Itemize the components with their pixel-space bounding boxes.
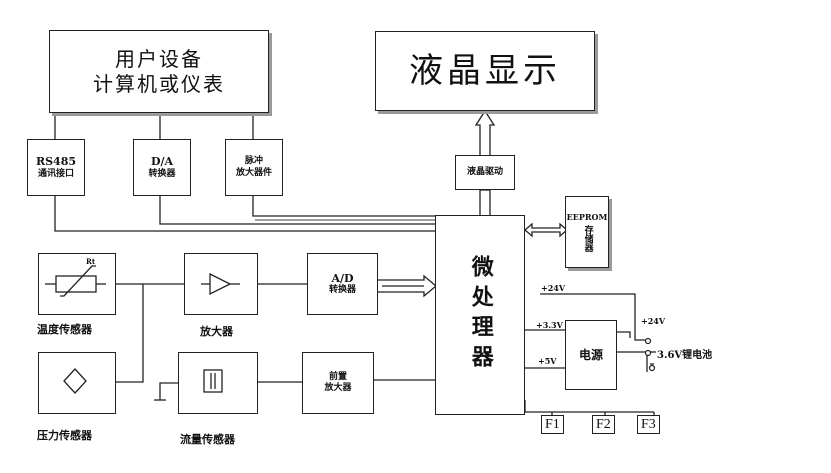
ad-label: A/D [331, 271, 354, 285]
ad-sublabel: 转换器 [328, 285, 356, 296]
rs485-sublabel: 通讯接口 [37, 168, 74, 179]
power-supply-block: 电源 [565, 320, 617, 390]
voltage-24v-output: +24V [641, 316, 666, 326]
amplifier-label: 放大器 [200, 325, 233, 338]
lcd-driver-block: 液晶驱动 [455, 155, 515, 190]
output-f1: F1 [541, 415, 564, 434]
ad-converter-block: A/D 转换器 [307, 253, 378, 315]
voltage-24v-input: +24V [541, 283, 566, 293]
flow-sensor-block [178, 352, 258, 414]
battery-label: 3.6V锂电池 [657, 350, 713, 361]
pressure-sensor-block [38, 352, 116, 414]
output-f3: F3 [637, 415, 660, 434]
da-label: D/A [150, 155, 174, 168]
da-converter-block: D/A 转换器 [133, 139, 191, 196]
eeprom-block: EEPROM 存储器 [565, 196, 609, 268]
power-label: 电源 [578, 347, 603, 362]
amplifier-block [184, 253, 258, 315]
rs485-interface-block: RS485 通讯接口 [27, 139, 85, 196]
pressure-sensor-label: 压力传感器 [37, 429, 92, 442]
temperature-sensor-block [38, 253, 116, 315]
lcd-driver-label: 液晶驱动 [466, 166, 503, 177]
voltage-5v: +5V [538, 356, 557, 366]
pulse-label: 脉冲 [244, 156, 263, 167]
microprocessor-block: 微处理器 [435, 215, 525, 415]
thermistor-mark: Rt [86, 257, 96, 266]
preamp-sublabel: 放大器 [324, 383, 352, 393]
flow-sensor-label: 流量传感器 [180, 433, 235, 446]
lcd-display-block: 液晶显示 [375, 31, 595, 111]
eeprom-label: EEPROM [566, 212, 608, 222]
eeprom-sublabel: 存储器 [582, 225, 593, 252]
preamplifier-block: 前置 放大器 [302, 352, 374, 414]
pulse-sublabel: 放大器件 [235, 167, 272, 178]
output-f2: F2 [592, 415, 615, 434]
preamp-label: 前置 [328, 371, 347, 382]
temperature-sensor-label: 温度传感器 [37, 323, 92, 336]
microprocessor-label: 微处理器 [467, 255, 494, 375]
user-device-block: 用户设备 计算机或仪表 [49, 30, 269, 113]
voltage-3v3: +3.3V [536, 320, 563, 330]
da-sublabel: 转换器 [148, 168, 176, 179]
rs485-label: RS485 [35, 155, 77, 168]
lcd-display-label: 液晶显示 [409, 50, 561, 91]
user-device-title: 用户设备 [115, 46, 203, 71]
pulse-amplifier-block: 脉冲 放大器件 [225, 139, 283, 196]
user-device-subtitle: 计算机或仪表 [93, 71, 225, 96]
